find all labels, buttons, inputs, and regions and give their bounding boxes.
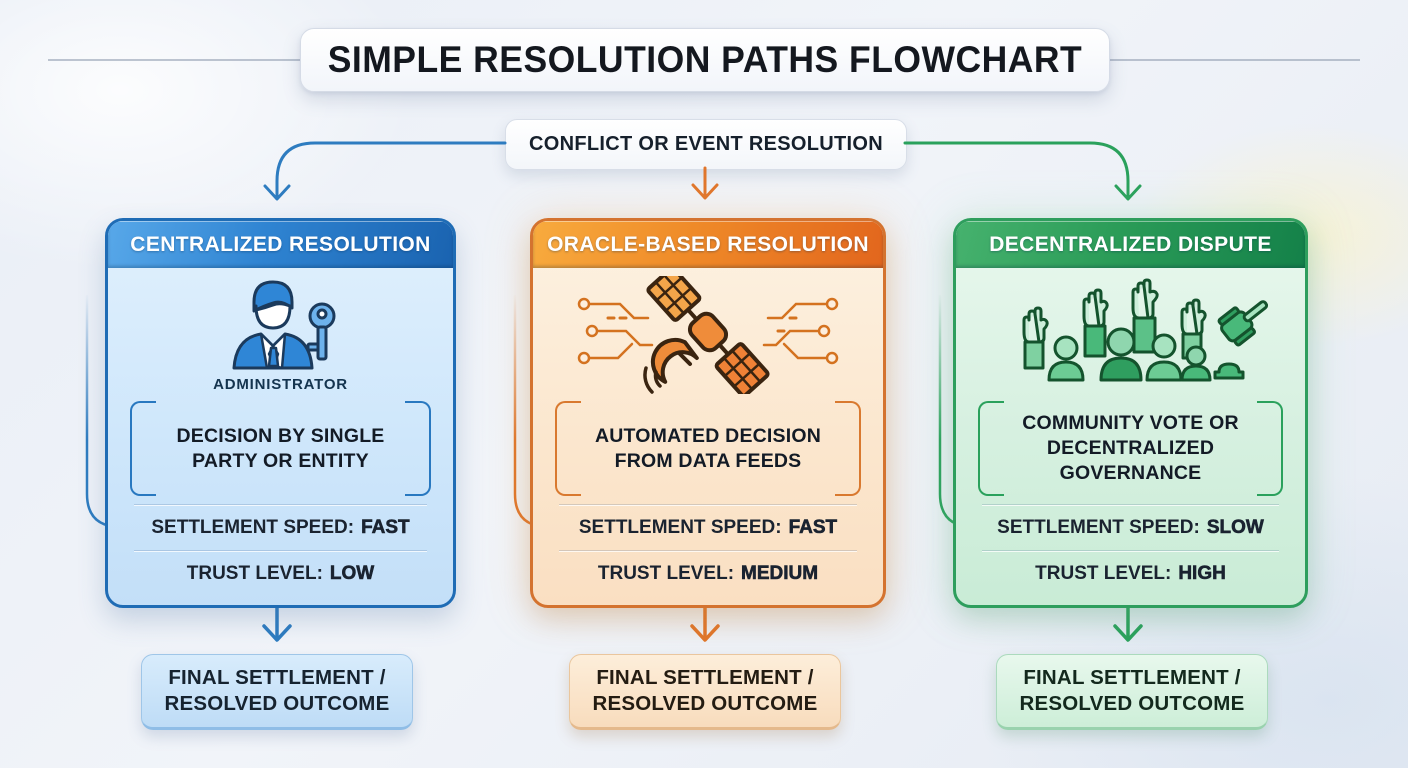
trust-level-label: TRUST LEVEL: xyxy=(597,562,735,584)
description-bracket-centralized: DECISION BY SINGLE PARTY OR ENTITY xyxy=(130,401,431,496)
outcome-box-oracle: FINAL SETTLEMENT / RESOLVED OUTCOME xyxy=(569,654,841,730)
connector-root-to-centralized xyxy=(275,141,507,198)
trust-level-value: LOW xyxy=(329,562,375,584)
outcome-box-centralized: FINAL SETTLEMENT / RESOLVED OUTCOME xyxy=(141,654,413,730)
trust-level-value: MEDIUM xyxy=(741,562,819,584)
oracle-satellite-icon xyxy=(577,275,839,394)
page-title: SIMPLE RESOLUTION PATHS FLOWCHART xyxy=(300,28,1110,92)
icon-zone-decentralized xyxy=(956,268,1305,401)
title-rule-right xyxy=(1108,59,1360,61)
trust-level-row-decentralized: TRUST LEVEL: HIGH xyxy=(956,551,1305,596)
description-centralized: DECISION BY SINGLE PARTY OR ENTITY xyxy=(176,424,385,472)
root-node-conflict-or-event: CONFLICT OR EVENT RESOLUTION xyxy=(505,119,907,170)
divider xyxy=(559,550,857,551)
settlement-speed-row-decentralized: SETTLEMENT SPEED: SLOW xyxy=(956,505,1305,550)
arrowhead-root-to-centralized xyxy=(263,184,291,201)
administrator-key-icon xyxy=(232,280,335,370)
trust-level-row-centralized: TRUST LEVEL: LOW xyxy=(108,551,453,596)
card-decentralized-dispute: DECENTRALIZED DISPUTE xyxy=(953,218,1308,608)
trust-level-row-oracle: TRUST LEVEL: MEDIUM xyxy=(533,551,883,596)
card-oracle-based-resolution: ORACLE-BASED RESOLUTION xyxy=(530,218,886,608)
icon-caption-administrator: ADMINISTRATOR xyxy=(213,376,348,393)
arrowhead-root-to-decentralized xyxy=(1114,184,1142,201)
settlement-speed-row-centralized: SETTLEMENT SPEED: FAST xyxy=(108,505,453,550)
connector-root-to-decentralized xyxy=(903,141,1130,198)
settlement-speed-value: FAST xyxy=(361,516,410,538)
description-decentralized: COMMUNITY VOTE OR DECENTRALIZED GOVERNAN… xyxy=(1022,412,1239,484)
card-header-decentralized: DECENTRALIZED DISPUTE xyxy=(956,221,1305,268)
arrowhead-root-to-oracle xyxy=(691,183,719,200)
page-title-text: SIMPLE RESOLUTION PATHS FLOWCHART xyxy=(327,39,1083,80)
community-vote-gavel-icon xyxy=(1022,278,1268,381)
outcome-box-decentralized: FINAL SETTLEMENT / RESOLVED OUTCOME xyxy=(996,654,1268,730)
divider xyxy=(982,550,1279,551)
trust-level-label: TRUST LEVEL: xyxy=(1035,562,1172,584)
title-rule-left xyxy=(48,59,300,61)
divider xyxy=(982,504,1279,505)
card-header-oracle: ORACLE-BASED RESOLUTION xyxy=(533,221,883,268)
divider xyxy=(559,504,857,505)
settlement-speed-row-oracle: SETTLEMENT SPEED: FAST xyxy=(533,505,883,550)
arrowhead-centralized-to-outcome xyxy=(262,624,292,642)
icon-zone-oracle xyxy=(533,268,883,401)
description-bracket-oracle: AUTOMATED DECISION FROM DATA FEEDS xyxy=(555,401,861,496)
description-oracle: AUTOMATED DECISION FROM DATA FEEDS xyxy=(594,424,822,472)
settlement-speed-label: SETTLEMENT SPEED: xyxy=(151,516,355,538)
settlement-speed-label: SETTLEMENT SPEED: xyxy=(997,516,1200,538)
trust-level-value: HIGH xyxy=(1178,562,1226,584)
icon-zone-centralized: ADMINISTRATOR xyxy=(108,268,453,401)
arrowhead-oracle-to-outcome xyxy=(690,624,720,642)
settlement-speed-value: FAST xyxy=(788,516,838,538)
divider xyxy=(134,550,427,551)
trust-level-label: TRUST LEVEL: xyxy=(186,562,323,584)
card-header-centralized: CENTRALIZED RESOLUTION xyxy=(108,221,453,268)
settlement-speed-value: SLOW xyxy=(1206,516,1265,538)
card-centralized-resolution: CENTRALIZED RESOLUTION ADMINI xyxy=(105,218,456,608)
arrowhead-decentralized-to-outcome xyxy=(1113,624,1143,642)
settlement-speed-label: SETTLEMENT SPEED: xyxy=(578,516,782,538)
divider xyxy=(134,504,427,505)
description-bracket-decentralized: COMMUNITY VOTE OR DECENTRALIZED GOVERNAN… xyxy=(978,401,1283,496)
